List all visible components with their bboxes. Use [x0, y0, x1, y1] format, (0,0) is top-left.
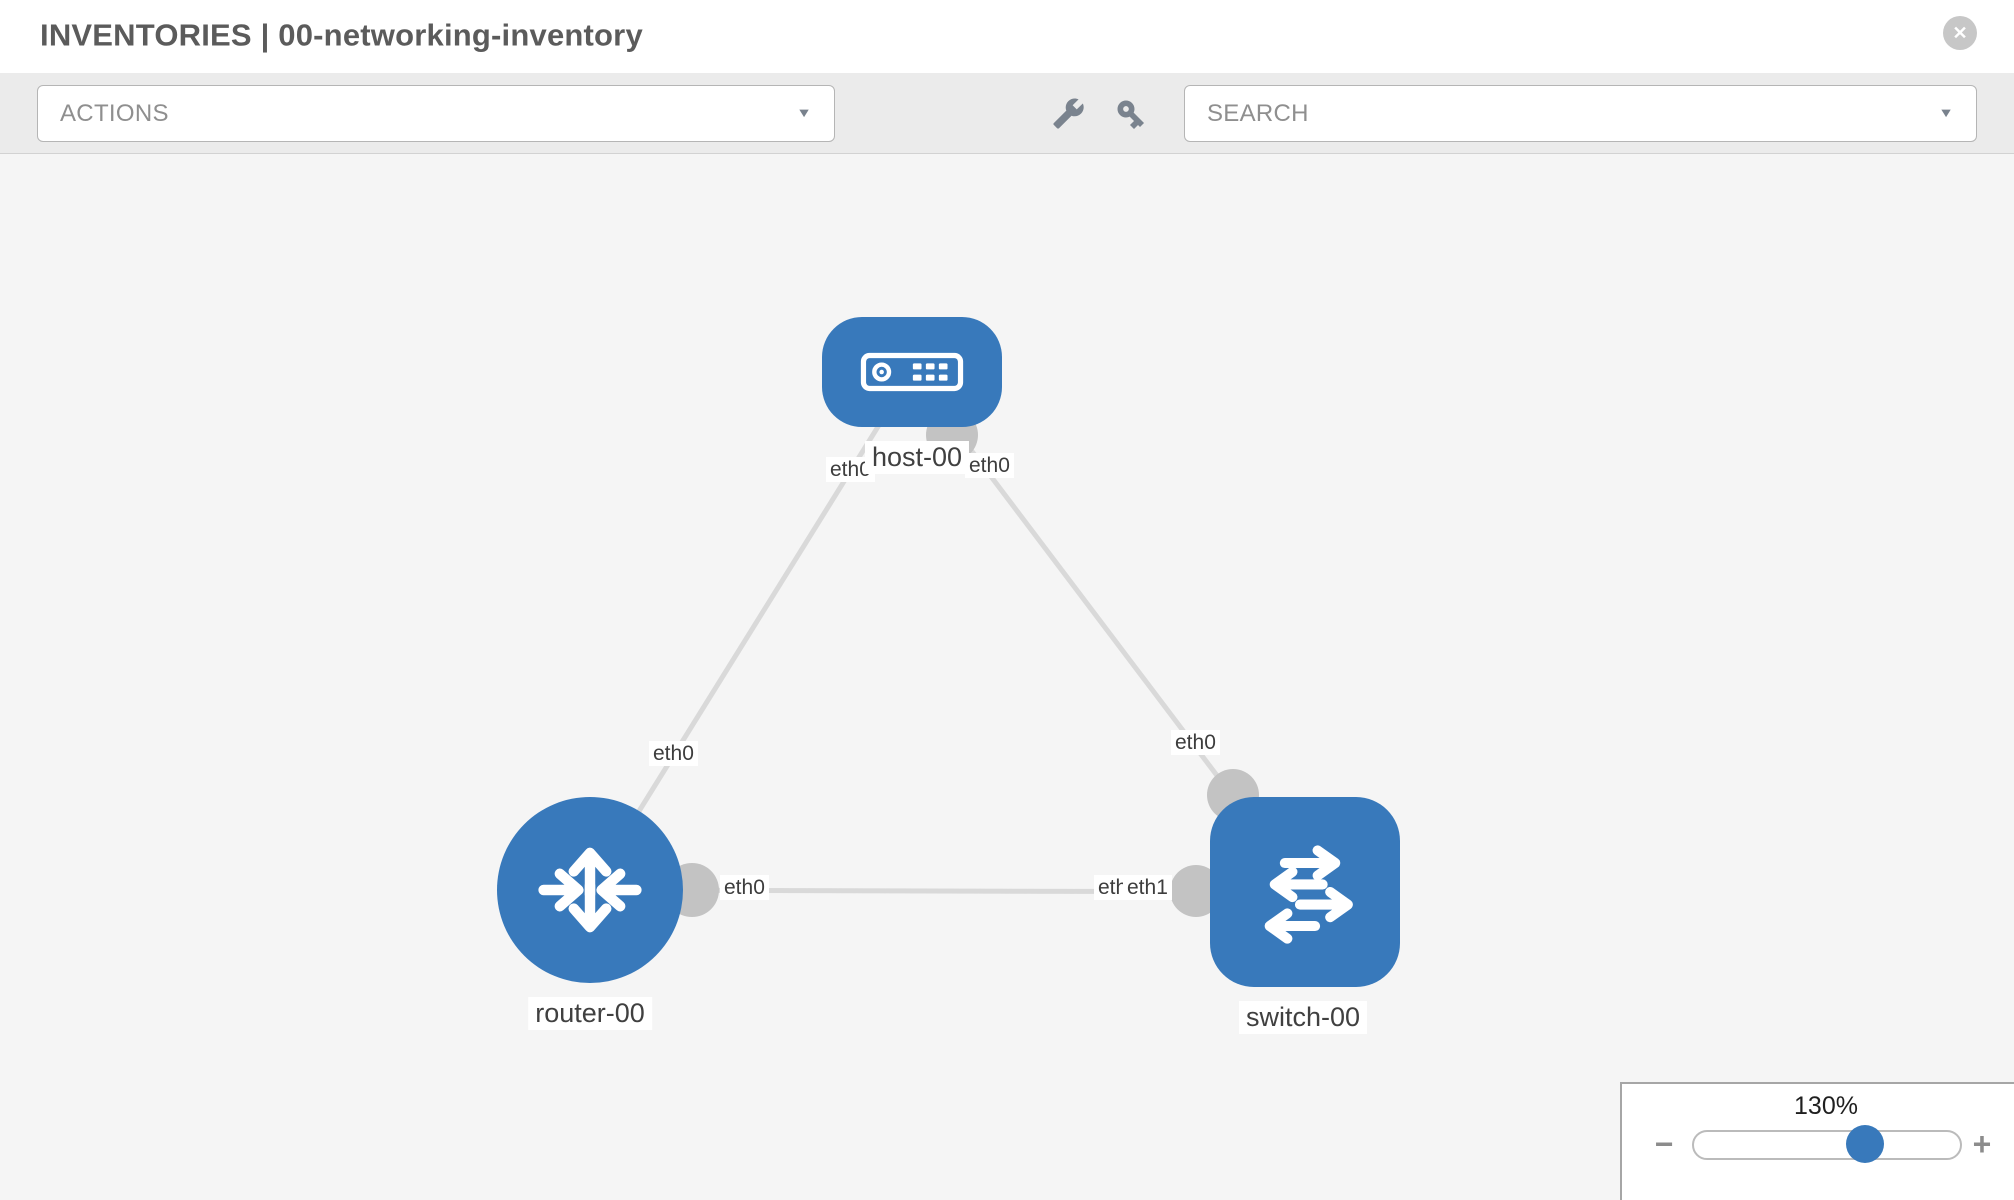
node-label-host: host-00 — [864, 441, 970, 474]
interface-label: eth1 — [1123, 875, 1172, 901]
zoom-slider-knob[interactable] — [1846, 1125, 1884, 1163]
search-dropdown[interactable]: SEARCH ▼ — [1184, 85, 1977, 142]
zoom-in-button[interactable]: + — [1966, 1125, 1998, 1162]
page-title: INVENTORIES | 00-networking-inventory — [40, 17, 643, 53]
actions-dropdown[interactable]: ACTIONS ▼ — [37, 85, 835, 142]
zoom-slider-track[interactable] — [1692, 1130, 1962, 1160]
configure-button[interactable] — [1045, 85, 1091, 142]
zoom-panel: 130% − + — [1620, 1082, 2014, 1200]
credentials-button[interactable] — [1108, 85, 1154, 142]
close-button[interactable]: ✕ — [1943, 16, 1977, 50]
toolbar: ACTIONS ▼ SEARCH ▼ — [0, 73, 2014, 154]
zoom-out-button[interactable]: − — [1648, 1125, 1680, 1162]
node-switch-00[interactable] — [1210, 797, 1400, 987]
interface-label: eth0 — [1171, 730, 1220, 756]
host-icon — [860, 352, 964, 392]
minus-icon: − — [1654, 1125, 1674, 1162]
node-router-00[interactable] — [497, 797, 683, 983]
wrench-icon — [1052, 98, 1084, 129]
switch-icon — [1264, 845, 1353, 944]
link-endpoint — [1170, 865, 1222, 917]
topology-links-layer — [587, 370, 1307, 917]
router-icon — [538, 847, 642, 933]
node-host-00[interactable] — [822, 317, 1002, 427]
chevron-down-icon: ▼ — [796, 106, 812, 120]
page-header: INVENTORIES | 00-networking-inventory ✕ — [0, 0, 2014, 73]
node-label-router: router-00 — [528, 997, 652, 1030]
node-label-switch: switch-00 — [1238, 1001, 1368, 1034]
search-dropdown-label: SEARCH — [1207, 99, 1309, 127]
close-icon: ✕ — [1952, 22, 1968, 43]
actions-dropdown-label: ACTIONS — [60, 99, 169, 127]
interface-label: eth0 — [720, 875, 769, 901]
zoom-level: 130% — [1794, 1092, 1858, 1120]
plus-icon: + — [1972, 1125, 1992, 1162]
topology-canvas[interactable]: host-00 router-00 switch-00 eth0 eth0 et… — [0, 154, 2014, 1200]
interface-label: eth0 — [649, 741, 698, 767]
interface-label: eth0 — [965, 453, 1014, 479]
chevron-down-icon: ▼ — [1938, 106, 1954, 120]
key-icon — [1117, 99, 1145, 129]
